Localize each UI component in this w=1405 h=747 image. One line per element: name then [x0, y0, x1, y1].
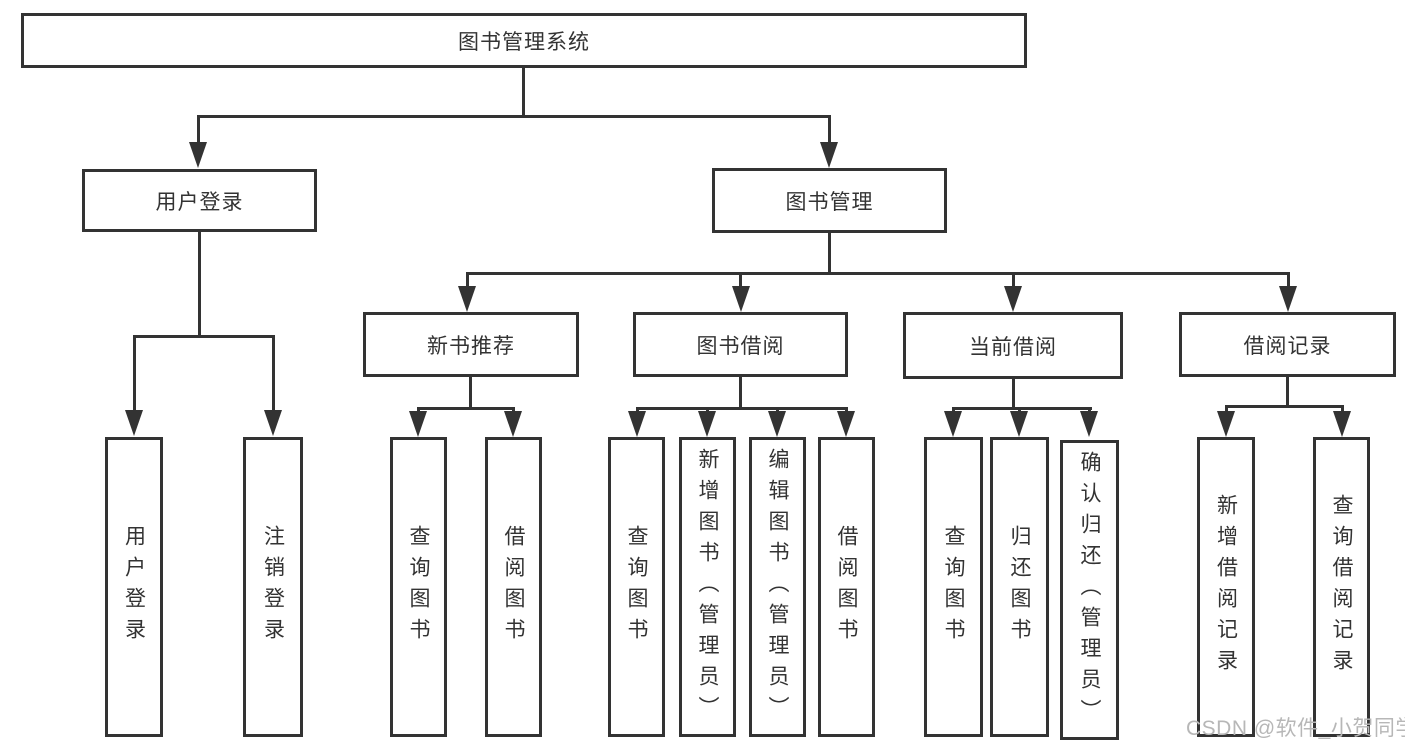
- leaf-borrow-books-1-label: 借阅图书: [502, 525, 525, 649]
- connector-current-borrow-bus: [952, 407, 1092, 410]
- arrow-into-leaf-add-borrow-record: [1217, 411, 1235, 437]
- connector-book-management-stem: [828, 231, 831, 275]
- node-current-borrow: 当前借阅: [903, 312, 1123, 379]
- node-current-borrow-label: 当前借阅: [969, 335, 1057, 359]
- connector-borrow-records-bus: [1225, 405, 1343, 408]
- leaf-borrow-books-2: 借阅图书: [818, 437, 875, 737]
- connector-drop-leaf: [1225, 405, 1228, 413]
- node-root-label: 图书管理系统: [458, 30, 590, 54]
- node-root: 图书管理系统: [21, 13, 1027, 68]
- connector-user-login-bus: [133, 335, 275, 338]
- node-book-management: 图书管理: [712, 168, 947, 233]
- connector-new-book-recommend-bus: [417, 407, 515, 410]
- csdn-watermark: CSDN @软件_小贺同学: [1186, 717, 1405, 740]
- leaf-query-books-1: 查询图书: [390, 437, 447, 737]
- connector-book-management-bus: [466, 272, 1290, 275]
- arrow-into-book-management: [820, 142, 838, 168]
- arrow-into-leaf-borrow-books-2: [837, 411, 855, 437]
- arrow-into-leaf-edit-book: [768, 411, 786, 437]
- leaf-return-book-label: 归还图书: [1008, 525, 1031, 649]
- leaf-logout: 注销登录: [243, 437, 303, 737]
- connector-drop-book-borrow: [739, 272, 742, 289]
- node-borrow-records-label: 借阅记录: [1243, 334, 1332, 358]
- connector-drop-leaf-logout: [272, 335, 275, 412]
- leaf-add-borrow-record-label: 新增借阅记录: [1214, 494, 1238, 680]
- leaf-confirm-return-admin: 确认归还（管理员）: [1060, 440, 1119, 740]
- arrow-into-leaf-add-book: [698, 411, 716, 437]
- connector-book-borrow-bus: [636, 407, 848, 410]
- connector-user-login-stem: [198, 230, 201, 338]
- leaf-add-book-admin: 新增图书（管理员）: [679, 437, 736, 737]
- leaf-edit-book-admin: 编辑图书（管理员）: [749, 437, 806, 737]
- connector-root-stem: [522, 66, 525, 117]
- leaf-user-login: 用户登录: [105, 437, 163, 737]
- leaf-confirm-return-admin-label: 确认归还（管理员）: [1078, 450, 1101, 730]
- leaf-logout-label: 注销登录: [261, 525, 285, 649]
- arrow-into-leaf-query-borrow-record: [1333, 411, 1351, 437]
- connector-current-borrow-stem: [1012, 377, 1015, 410]
- node-book-borrow-label: 图书借阅: [696, 334, 785, 358]
- arrow-into-leaf-user-login: [125, 410, 143, 436]
- leaf-user-login-label: 用户登录: [122, 525, 146, 649]
- node-book-management-label: 图书管理: [785, 190, 874, 214]
- leaf-query-books-2: 查询图书: [608, 437, 665, 737]
- connector-new-book-recommend-stem: [469, 375, 472, 410]
- node-book-borrow: 图书借阅: [633, 312, 848, 377]
- leaf-query-borrow-record-label: 查询借阅记录: [1330, 494, 1353, 680]
- connector-root-bus: [197, 115, 831, 118]
- connector-drop-leaf: [1341, 405, 1344, 413]
- arrow-into-borrow-records: [1279, 286, 1297, 312]
- leaf-add-book-admin-label: 新增图书（管理员）: [696, 447, 719, 727]
- leaf-edit-book-admin-label: 编辑图书（管理员）: [766, 447, 789, 727]
- arrow-into-book-borrow: [732, 286, 750, 312]
- node-borrow-records: 借阅记录: [1179, 312, 1396, 377]
- arrow-into-leaf-query-books-2: [628, 411, 646, 437]
- connector-drop-new-book-recommend: [466, 272, 469, 289]
- connector-book-borrow-stem: [739, 375, 742, 410]
- leaf-return-book: 归还图书: [990, 437, 1049, 737]
- leaf-borrow-books-2-label: 借阅图书: [835, 525, 858, 649]
- leaf-query-books-3: 查询图书: [924, 437, 983, 737]
- leaf-query-books-2-label: 查询图书: [625, 525, 648, 649]
- arrow-into-leaf-confirm-return: [1080, 411, 1098, 437]
- connector-drop-current-borrow: [1012, 272, 1015, 289]
- arrow-into-leaf-query-books-3: [944, 411, 962, 437]
- leaf-query-books-3-label: 查询图书: [942, 525, 965, 649]
- leaf-query-borrow-record: 查询借阅记录: [1313, 437, 1370, 737]
- arrow-into-new-book-recommend: [458, 286, 476, 312]
- leaf-borrow-books-1: 借阅图书: [485, 437, 542, 737]
- connector-drop-book-management: [828, 115, 831, 144]
- node-new-book-recommend: 新书推荐: [363, 312, 579, 377]
- node-user-login-label: 用户登录: [155, 190, 244, 214]
- node-new-book-recommend-label: 新书推荐: [427, 334, 515, 358]
- connector-drop-user-login: [197, 115, 200, 144]
- arrow-into-leaf-return-book: [1010, 411, 1028, 437]
- leaf-query-books-1-label: 查询图书: [407, 525, 430, 649]
- arrow-into-leaf-borrow-books-1: [504, 411, 522, 437]
- arrow-into-user-login: [189, 142, 207, 168]
- connector-borrow-records-stem: [1286, 375, 1289, 408]
- arrow-into-current-borrow: [1004, 286, 1022, 312]
- arrow-into-leaf-logout: [264, 410, 282, 436]
- node-user-login: 用户登录: [82, 169, 317, 232]
- leaf-add-borrow-record: 新增借阅记录: [1197, 437, 1255, 737]
- connector-drop-leaf-user-login: [133, 335, 136, 412]
- arrow-into-leaf-query-books-1: [409, 411, 427, 437]
- connector-drop-borrow-records: [1287, 272, 1290, 289]
